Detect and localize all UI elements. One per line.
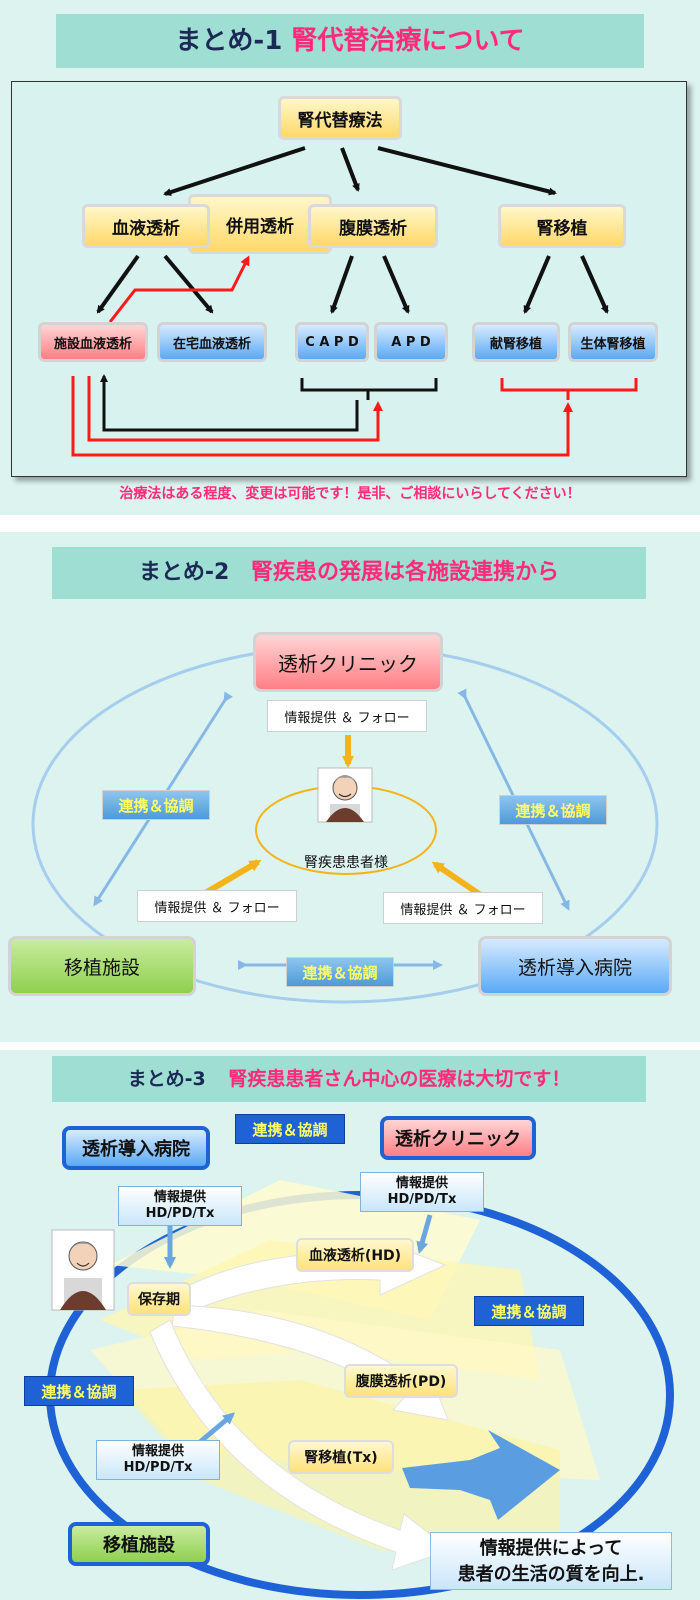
hospital-box: 透析導入病院	[62, 1126, 210, 1170]
coop-label-bottom: 連携＆協調	[286, 957, 394, 987]
patient-label: 腎疾患患者様	[304, 855, 388, 871]
patient-figure-icon	[317, 767, 373, 823]
section-3: まとめ-3 腎疾患患者さん中心の医療は大切です！ 透析導入	[0, 1050, 700, 1600]
hemodialysis-box: 血液透析	[82, 204, 210, 248]
pd-box: 腹膜透析(PD)	[344, 1364, 458, 1398]
section-1-note: 治療法はある程度、変更は可能です！是非、ご相談にいらしてください！	[119, 486, 581, 502]
capd-box: C A P D	[295, 322, 369, 362]
hd-box: 血液透析(HD)	[296, 1238, 414, 1272]
info-line-1: 情報提供	[395, 1176, 448, 1191]
section-3-banner: まとめ-3 腎疾患患者さん中心の医療は大切です！	[52, 1056, 646, 1102]
tx-box: 腎移植(Tx)	[288, 1440, 394, 1474]
info-box-clinic: 情報提供 HD/PD/Tx	[360, 1172, 484, 1212]
info-label-left: 情報提供 ＆ フォロー	[137, 890, 297, 922]
coop-label-top: 連携＆協調	[235, 1114, 345, 1144]
banner-title: 腎疾患の発展は各施設連携から	[251, 560, 560, 585]
section-2-banner: まとめ-2 腎疾患の発展は各施設連携から	[52, 547, 646, 599]
conservative-stage-box: 保存期	[127, 1282, 191, 1316]
coop-label-right: 連携＆協調	[474, 1296, 584, 1326]
apd-box: A P D	[374, 322, 448, 362]
kidney-transplant-box: 腎移植	[498, 204, 626, 248]
section-1-banner: まとめ-1 腎代替治療について	[56, 14, 644, 68]
dialysis-hospital-box: 透析導入病院	[478, 936, 672, 996]
result-box: 情報提供によって 患者の生活の質を向上.	[430, 1532, 672, 1590]
info-line-2: HD/PD/Tx	[123, 1460, 193, 1475]
info-line-2: HD/PD/Tx	[145, 1206, 215, 1221]
info-line-1: 情報提供	[153, 1190, 206, 1205]
banner-prefix: まとめ-2	[138, 560, 230, 585]
banner-title: 腎代替治療について	[291, 26, 525, 56]
section-2: まとめ-2 腎疾患の発展は各施設連携から 透析クリニック 情報提供 ＆ フォロー…	[0, 532, 700, 1042]
coop-label-right: 連携＆協調	[499, 795, 607, 825]
banner-prefix: まとめ-3	[127, 1068, 206, 1090]
coop-label-left: 連携＆協調	[102, 790, 210, 820]
deceased-donor-box: 献腎移植	[472, 322, 560, 362]
root-box: 腎代替療法	[278, 96, 402, 140]
transplant-facility-box: 移植施設	[68, 1522, 210, 1566]
info-label-right: 情報提供 ＆ フォロー	[383, 892, 543, 924]
banner-title: 腎疾患患者さん中心の医療は大切です！	[228, 1068, 571, 1090]
clinic-box: 透析クリニック	[380, 1116, 536, 1160]
home-hd-box: 在宅血液透析	[157, 322, 267, 362]
info-line-2: HD/PD/Tx	[387, 1192, 457, 1207]
tree-connectors	[71, 146, 638, 457]
banner-prefix: まとめ-1	[175, 26, 283, 56]
result-line-1: 情報提供によって	[479, 1538, 623, 1559]
coop-label-left: 連携＆協調	[24, 1376, 134, 1406]
clinic-box: 透析クリニック	[253, 632, 443, 692]
living-donor-box: 生体腎移植	[568, 322, 658, 362]
info-box-hospital: 情報提供 HD/PD/Tx	[118, 1186, 242, 1226]
info-box-transplant: 情報提供 HD/PD/Tx	[96, 1440, 220, 1480]
info-label-top: 情報提供 ＆ フォロー	[267, 700, 427, 732]
transplant-facility-box: 移植施設	[8, 936, 196, 996]
facility-hd-box: 施設血液透析	[38, 322, 148, 362]
result-line-2: 患者の生活の質を向上.	[457, 1564, 645, 1585]
section-1: まとめ-1 腎代替治療について 腎代替療法 併用透析 血液透析 腹膜透析	[0, 0, 700, 515]
patient-figure-icon	[51, 1229, 115, 1311]
peritoneal-dialysis-box: 腹膜透析	[308, 204, 438, 248]
info-line-1: 情報提供	[131, 1444, 184, 1459]
